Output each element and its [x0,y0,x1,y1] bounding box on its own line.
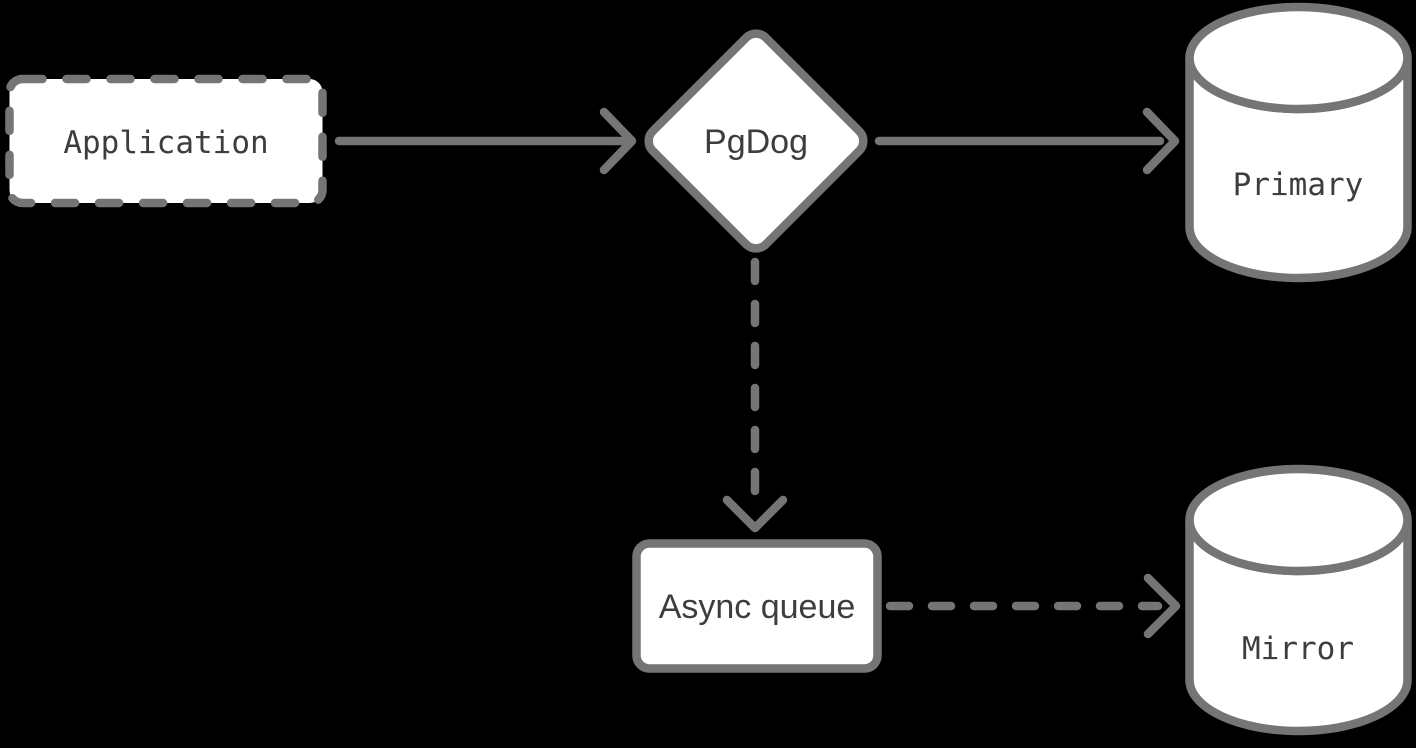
application-node: Application [5,74,327,208]
arrowhead-icon [1142,107,1180,175]
primary-label: Primary [1233,167,1364,203]
mirror-label: Mirror [1242,631,1354,667]
pgdog-node: PgDog [644,29,868,253]
pgdog-diamond [644,29,868,253]
primary-node: Primary [1185,2,1412,283]
async-queue-box [632,539,882,673]
primary-cylinder-top [1185,2,1412,114]
arrowhead-icon [599,107,637,175]
edge-async-queue-to-mirror [885,573,1181,639]
application-label: Application [63,125,268,161]
mirror-node: Mirror [1185,464,1412,736]
edge-application-to-pgdog [334,107,637,175]
edge-pgdog-to-primary [874,107,1180,175]
mirror-cylinder-top [1185,464,1412,576]
arrowhead-icon [722,495,788,533]
async-queue-node: Async queue [632,539,882,673]
async-queue-label: Async queue [659,588,856,626]
arrowhead-icon [1143,573,1181,639]
application-box [5,74,327,208]
pgdog-label: PgDog [704,123,808,161]
edge-pgdog-to-async-queue [722,257,788,533]
